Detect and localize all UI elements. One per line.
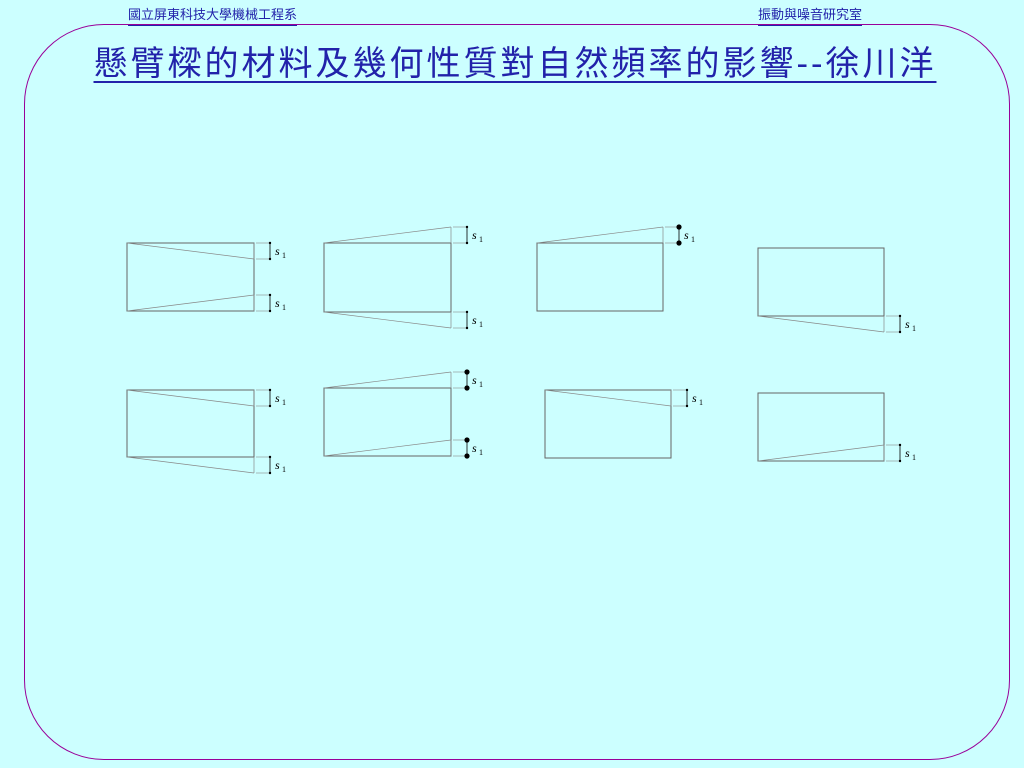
case-r2c2-top-s1-label: s (472, 373, 477, 387)
case-r2c2-bottom-s1-label: s (472, 441, 477, 455)
case-r2c4-bottom-s1-label: s (905, 446, 910, 460)
case-r2c2-bottom-endpoint-dot (464, 453, 470, 459)
case-r1c4-bottom-endpoint-dot (898, 330, 902, 334)
case-r2c4-bottom-deflected-edge (757, 444, 885, 462)
case-r2c1-top-deflected-edge (126, 389, 255, 407)
case-r2c1-top-s1-subscript: 1 (282, 398, 286, 407)
case-r1c1-bottom-endpoint-dot (268, 309, 272, 313)
case-r2c2-top-s1-subscript: 1 (479, 380, 483, 389)
case-r1c3-top-s1-label: s (684, 228, 689, 242)
case-r1c3-top-s1-subscript: 1 (691, 235, 695, 244)
case-r1c4-bottom-deflected-edge (757, 315, 885, 333)
case-r1c2-bottom-deflected-edge (323, 311, 452, 329)
case-r2c1-bottom-endpoint-dot (268, 471, 272, 475)
case-r1c3-top-endpoint-dot (676, 240, 682, 246)
case-r2c3-top-deflected-edge (544, 389, 672, 407)
case-r2c4-beam (757, 392, 885, 462)
header-department: 國立屏東科技大學機械工程系 (128, 8, 298, 26)
slide-title: 懸臂樑的材料及幾何性質對自然頻率的影響--徐川洋 (60, 40, 970, 89)
case-r1c1-bottom-endpoint-dot (268, 293, 272, 297)
case-r2c3-top-s1-subscript: 1 (699, 398, 703, 407)
case-r1c4-bottom-s1-label: s (905, 317, 910, 331)
case-r1c2-top-endpoint-dot (465, 225, 469, 229)
case-r2c1-bottom-endpoint-dot (268, 455, 272, 459)
case-r2c1-bottom-s1-label: s (275, 458, 280, 472)
case-r1c2-beam (323, 242, 452, 313)
case-r2c1-top-endpoint-dot (268, 404, 272, 408)
case-r1c2-bottom-endpoint-dot (465, 326, 469, 330)
case-r2c1-top-endpoint-dot (268, 388, 272, 392)
case-r2c4-bottom-endpoint-dot (898, 459, 902, 463)
case-r2c1-bottom-deflected-edge (126, 456, 255, 474)
case-r2c2-top-endpoint-dot (464, 385, 470, 391)
case-r2c4-bottom-endpoint-dot (898, 443, 902, 447)
case-r2c1-top-s1-label: s (275, 391, 280, 405)
case-r1c1-bottom-deflected-edge (126, 294, 255, 312)
case-r1c2-top-endpoint-dot (465, 241, 469, 245)
case-r2c3-beam (544, 389, 672, 459)
slide-title-text: 懸臂樑的材料及幾何性質對自然頻率的影響--徐川洋 (93, 44, 937, 84)
case-r1c2-top-deflected-edge (323, 226, 452, 244)
case-r2c2-top-endpoint-dot (464, 369, 470, 375)
case-r1c1-bottom-s1-subscript: 1 (282, 303, 286, 312)
header-lab: 振動與噪音研究室 (758, 8, 863, 26)
case-r1c2-bottom-endpoint-dot (465, 310, 469, 314)
case-r1c1-top-endpoint-dot (268, 257, 272, 261)
case-r1c4-beam (757, 247, 885, 317)
case-r1c1-top-s1-label: s (275, 244, 280, 258)
case-r1c3-top-endpoint-dot (676, 224, 682, 230)
case-r1c4-bottom-endpoint-dot (898, 314, 902, 318)
case-r1c3-beam (536, 242, 664, 312)
slide-frame (24, 24, 1010, 760)
case-r2c3-top-endpoint-dot (685, 404, 689, 408)
case-r2c4-bottom-s1-subscript: 1 (912, 453, 916, 462)
case-r1c3-top-deflected-edge (536, 226, 664, 244)
case-r1c2-top-s1-subscript: 1 (479, 235, 483, 244)
case-r1c4-bottom-s1-subscript: 1 (912, 324, 916, 333)
case-r2c2-bottom-s1-subscript: 1 (479, 448, 483, 457)
case-r2c1-bottom-s1-subscript: 1 (282, 465, 286, 474)
case-r2c3-top-endpoint-dot (685, 388, 689, 392)
case-r2c2-top-deflected-edge (323, 371, 452, 389)
case-r2c3-top-s1-label: s (692, 391, 697, 405)
case-r2c2-bottom-endpoint-dot (464, 437, 470, 443)
case-r1c2-top-s1-label: s (472, 228, 477, 242)
case-r1c1-bottom-s1-label: s (275, 296, 280, 310)
case-r1c2-bottom-s1-label: s (472, 313, 477, 327)
case-r1c1-top-endpoint-dot (268, 241, 272, 245)
case-r2c1-beam (126, 389, 255, 458)
case-r2c2-bottom-deflected-edge (323, 439, 452, 457)
case-r1c2-bottom-s1-subscript: 1 (479, 320, 483, 329)
case-r2c2-beam (323, 387, 452, 457)
case-r1c1-beam (126, 242, 255, 312)
case-r1c1-top-deflected-edge (126, 242, 255, 260)
case-r1c1-top-s1-subscript: 1 (282, 251, 286, 260)
